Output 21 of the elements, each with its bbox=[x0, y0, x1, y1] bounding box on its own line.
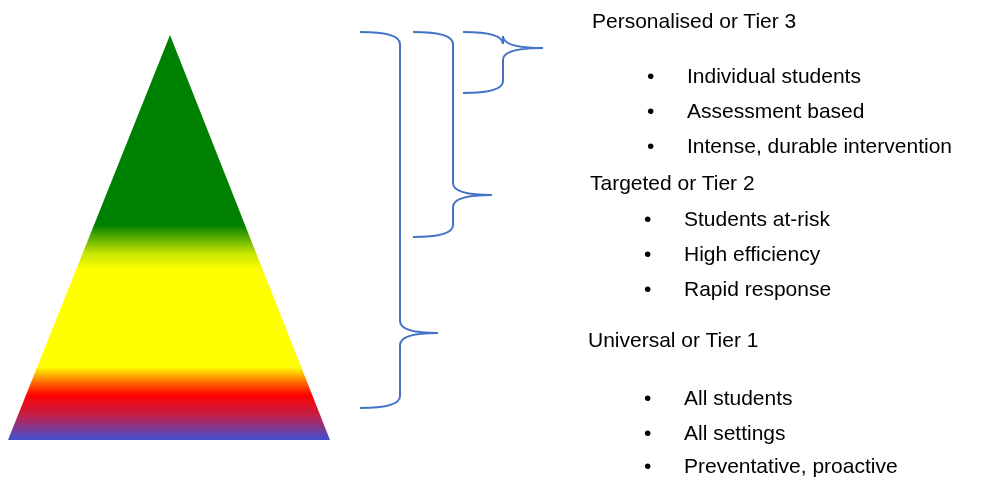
list-item-text: All students bbox=[684, 385, 793, 411]
bullet-marker: • bbox=[647, 98, 655, 124]
bullet-marker: • bbox=[647, 63, 655, 89]
tier-heading: Targeted or Tier 2 bbox=[590, 170, 755, 196]
tier-heading: Personalised or Tier 3 bbox=[592, 8, 797, 34]
bullet-marker: • bbox=[644, 420, 652, 446]
bullet-marker: • bbox=[644, 385, 652, 411]
bullet-marker: • bbox=[644, 276, 652, 302]
bullet-marker: • bbox=[644, 453, 652, 479]
list-item-text: High efficiency bbox=[684, 241, 821, 267]
list-item-text: Assessment based bbox=[687, 98, 865, 124]
list-item-text: Students at-risk bbox=[684, 206, 830, 232]
list-item-text: Individual students bbox=[687, 63, 861, 89]
list-item-text: Intense, durable intervention bbox=[687, 133, 952, 159]
bullet-marker: • bbox=[644, 241, 652, 267]
list-item-text: All settings bbox=[684, 420, 786, 446]
list-item-text: Rapid response bbox=[684, 276, 832, 302]
bullet-marker: • bbox=[644, 206, 652, 232]
tier-heading: Universal or Tier 1 bbox=[588, 327, 759, 353]
bullet-marker: • bbox=[647, 133, 655, 159]
list-item-text: Preventative, proactive bbox=[684, 453, 898, 479]
